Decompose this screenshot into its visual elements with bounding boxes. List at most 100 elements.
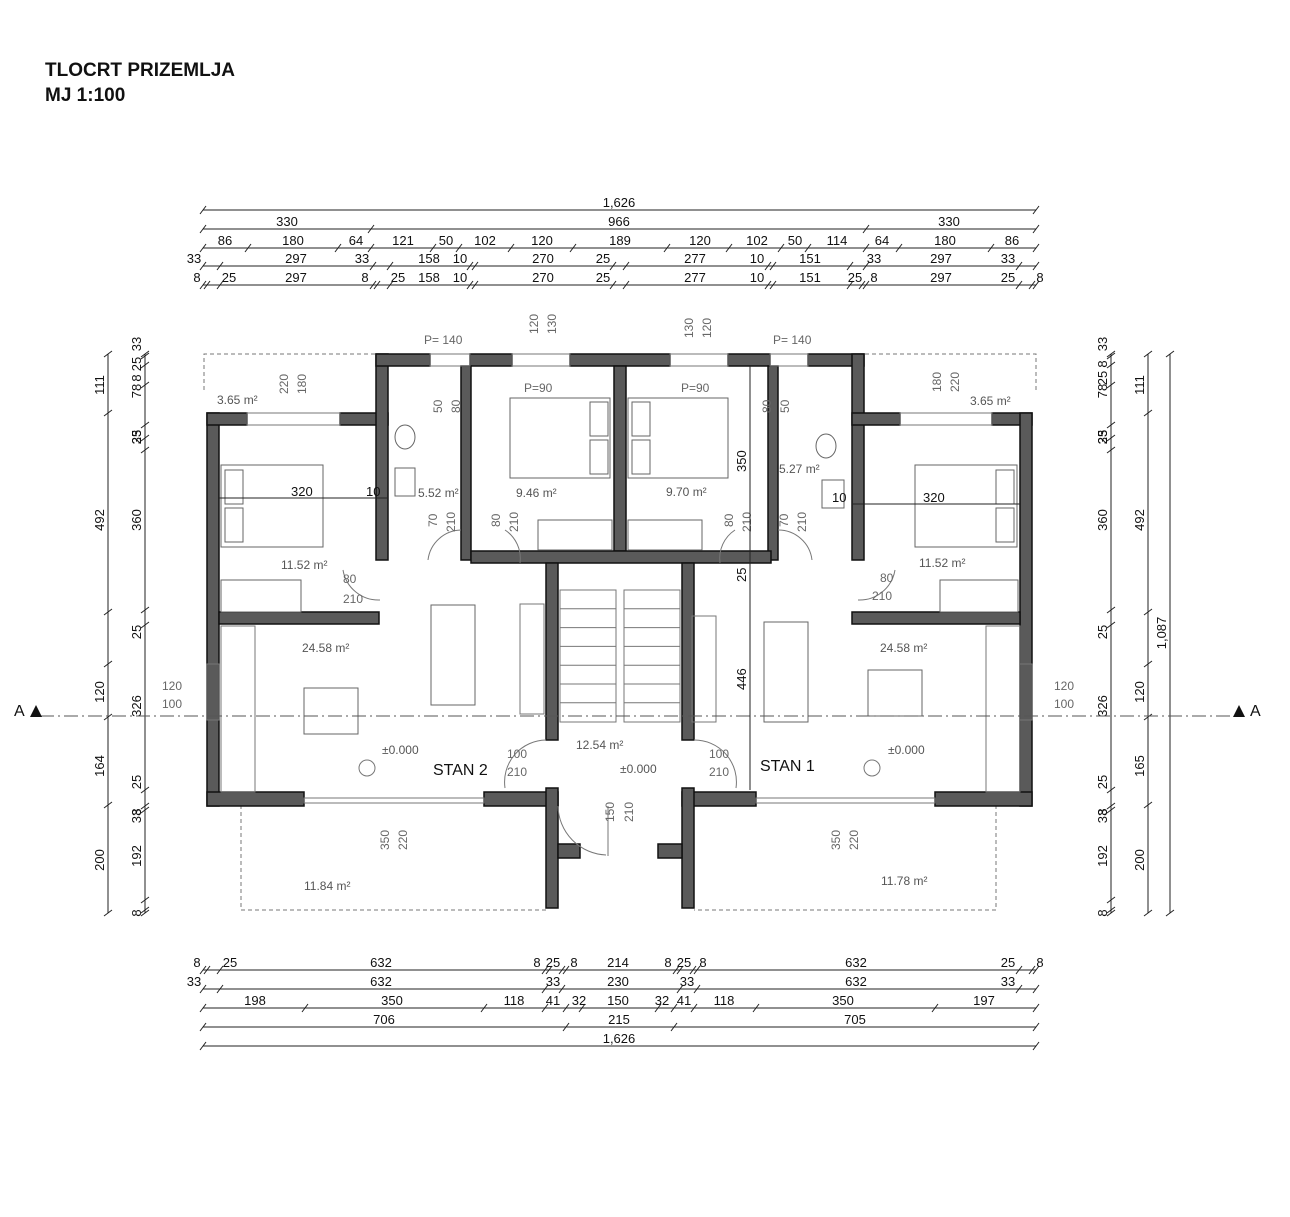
dim-tick — [562, 1003, 570, 1013]
dim-label: 297 — [930, 270, 952, 285]
kitchen-counter-left — [220, 625, 256, 793]
dim-tick — [1106, 896, 1116, 904]
pillow-right-1 — [995, 469, 1015, 505]
dim-tick — [1106, 352, 1116, 360]
dim-bath-50-left: 50 — [431, 399, 445, 413]
dim-tick — [244, 243, 252, 253]
dim-label: 632 — [845, 974, 867, 989]
dim-label: 8 — [1036, 955, 1043, 970]
dim-tick — [858, 280, 866, 290]
dim-tick — [769, 261, 777, 271]
dim-tick — [670, 1003, 678, 1013]
dim-tick — [1106, 786, 1116, 794]
dim-door-210-left: 210 — [343, 592, 363, 606]
dim-label: 32 — [572, 993, 586, 1008]
dim-top-220-left: 220 — [277, 374, 291, 394]
dim-tick — [1143, 409, 1153, 417]
dim-tick — [1165, 909, 1175, 917]
dim-tick — [725, 243, 733, 253]
dim-tick — [480, 1003, 488, 1013]
dim-tick — [1015, 280, 1023, 290]
level-marker-left — [358, 759, 376, 777]
dim-label: 151 — [799, 270, 821, 285]
dim-label: 121 — [392, 233, 414, 248]
area-terrace-top-left: 3.65 m² — [217, 393, 258, 407]
dim-label: 215 — [608, 1012, 630, 1027]
dim-top-120-left: 120 — [527, 314, 541, 334]
wall-left-outer — [206, 412, 220, 807]
wall-top-mid-left — [469, 353, 513, 367]
dim-tick — [1028, 965, 1036, 975]
dim-tick — [1032, 224, 1040, 234]
dim-tick — [1106, 361, 1116, 369]
dim-tick — [103, 660, 113, 668]
dim-tick — [386, 280, 394, 290]
dim-door-210-right: 210 — [872, 589, 892, 603]
apartment-label-stan1: STAN 1 — [760, 758, 815, 775]
dim-tick — [140, 802, 150, 810]
wall-center-rooms — [613, 365, 627, 552]
dim-tick — [1032, 280, 1040, 290]
dim-label: 33 — [680, 974, 694, 989]
terrace-top-left-outline — [203, 353, 376, 390]
dim-tick — [140, 350, 150, 358]
dim-win-220-left: 220 — [396, 830, 410, 850]
dim-room-door-80-right: 80 — [722, 513, 736, 527]
dim-label: 150 — [607, 993, 629, 1008]
dim-label: 158 — [418, 251, 440, 266]
dim-label: 8 — [361, 270, 368, 285]
dim-tick — [895, 243, 903, 253]
dim-label: 706 — [373, 1012, 395, 1027]
dim-label: 33 — [867, 251, 881, 266]
area-room-right: 9.70 m² — [666, 485, 707, 499]
dim-tick — [140, 381, 150, 389]
dim-entry-150: 150 — [603, 802, 617, 822]
dim-tick — [199, 1022, 207, 1032]
dim-tick — [846, 280, 854, 290]
dim-tick — [103, 713, 113, 721]
dim-tick — [558, 965, 566, 975]
dim-label: 25 — [546, 955, 560, 970]
wall-entry-stub-left — [557, 843, 581, 859]
dim-tick — [1143, 801, 1153, 809]
dim-label: 297 — [285, 251, 307, 266]
dim-label: 25 — [596, 270, 610, 285]
dim-tick — [862, 224, 870, 234]
dim-tick — [1106, 606, 1116, 614]
dim-label: 120 — [531, 233, 553, 248]
dim-label: 277 — [684, 251, 706, 266]
dim-label: 118 — [504, 993, 525, 1008]
dim-label: 270 — [532, 251, 554, 266]
tv-unit-right — [691, 615, 717, 723]
dim-label: 33 — [187, 251, 201, 266]
dim-tick — [1106, 906, 1116, 914]
dim-label: 25 — [1095, 371, 1110, 385]
sofa-left — [430, 604, 476, 706]
dim-tick — [562, 1022, 570, 1032]
dim-label: 86 — [218, 233, 232, 248]
apartment-label-stan2: STAN 2 — [433, 762, 488, 779]
dim-tick — [103, 608, 113, 616]
dim-tick — [203, 965, 211, 975]
wall-bath-right — [851, 353, 865, 561]
dining-table-right — [867, 669, 923, 717]
dim-label: 111 — [1132, 375, 1147, 395]
dim-tick — [1143, 608, 1153, 616]
dim-tick — [846, 261, 854, 271]
dim-label: 25 — [129, 430, 144, 444]
pillow-left-2 — [224, 507, 244, 543]
dim-tick — [578, 1003, 586, 1013]
dim-tick — [1032, 1041, 1040, 1051]
dim-tick — [622, 261, 630, 271]
dim-room-door-210-right: 210 — [740, 512, 754, 532]
dim-bath-door-210-left: 210 — [444, 512, 458, 532]
section-label-right: A — [1250, 703, 1261, 720]
dim-tick — [140, 806, 150, 814]
wall-right-top-2 — [851, 412, 901, 426]
dim-label: 297 — [285, 270, 307, 285]
dim-label: 25 — [848, 270, 862, 285]
dim-win-220-right: 220 — [847, 830, 861, 850]
wall-bath-left — [375, 353, 389, 561]
dim-label: 8 — [1095, 360, 1110, 367]
